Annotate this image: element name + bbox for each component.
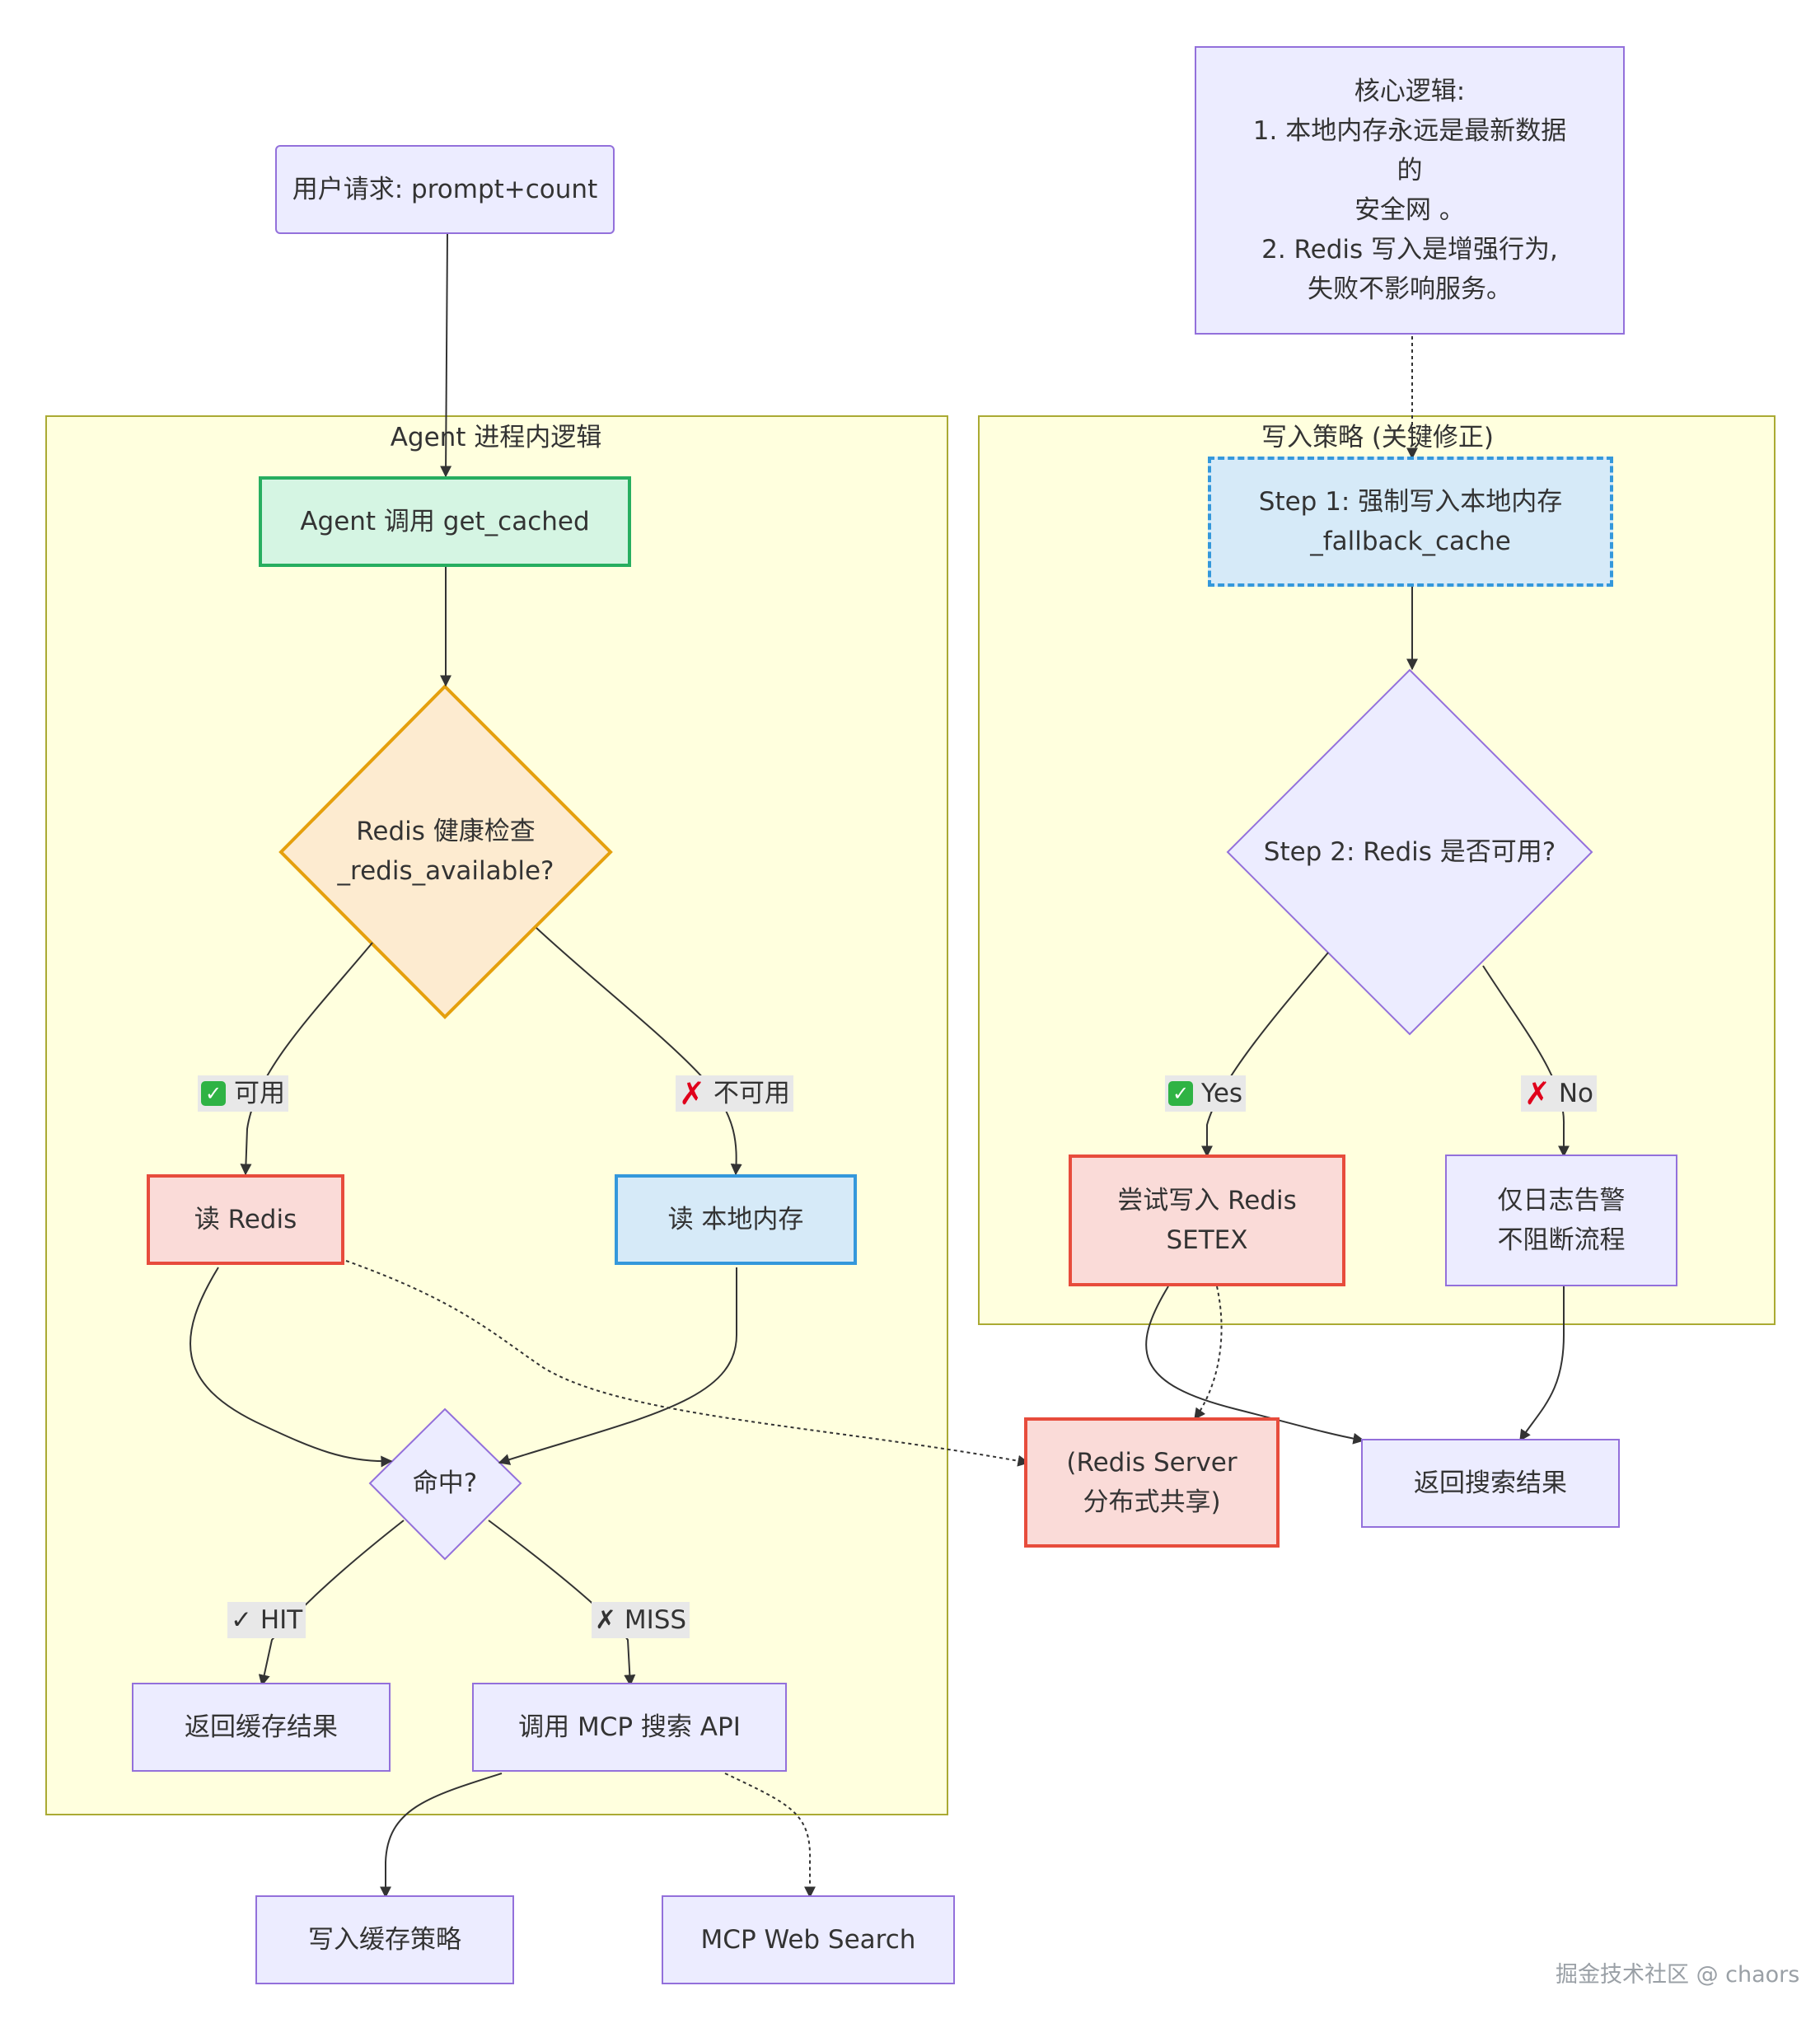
health-check-diamond bbox=[278, 684, 613, 1019]
core-logic-line: 安全网 。 bbox=[1354, 195, 1465, 225]
write-cache-strategy-label: 写入缓存策略 bbox=[308, 1925, 461, 1955]
redis-server-node[interactable]: (Redis Server 分布式共享) bbox=[1024, 1417, 1280, 1548]
read-local-label: 读 本地内存 bbox=[667, 1205, 804, 1234]
edge-read-local-to-hit bbox=[498, 1267, 737, 1465]
edge-label-available: ✓ 可用 bbox=[198, 1075, 288, 1112]
cross-mark-icon: ✗ bbox=[1524, 1075, 1551, 1112]
mcp-web-search-label: MCP Web Search bbox=[700, 1925, 916, 1955]
hit-check-text: 命中? bbox=[412, 1468, 478, 1498]
step1-line: _fallback_cache bbox=[1310, 527, 1511, 556]
core-logic-line: 的 bbox=[1397, 156, 1423, 185]
check-mark-icon: ✓ bbox=[1168, 1081, 1193, 1106]
return-search-node[interactable]: 返回搜索结果 bbox=[1361, 1439, 1620, 1528]
edge-label-miss: ✗ MISS bbox=[592, 1602, 690, 1638]
edge-label-hit-text: ✓ HIT bbox=[231, 1605, 303, 1635]
read-local-node[interactable]: 读 本地内存 bbox=[615, 1174, 857, 1265]
edge-try-write-to-return bbox=[1145, 1286, 1365, 1445]
step1-line: Step 1: 强制写入本地内存 bbox=[1258, 487, 1563, 517]
call-mcp-label: 调用 MCP 搜索 API bbox=[518, 1712, 741, 1742]
core-logic-line: 失败不影响服务。 bbox=[1308, 274, 1512, 304]
edge-label-yes-text: Yes bbox=[1201, 1079, 1243, 1108]
health-check-label[interactable]: Redis 健康检查 _redis_available? bbox=[314, 808, 578, 895]
check-mark-icon: ✓ bbox=[201, 1081, 226, 1106]
core-logic-note: 核心逻辑: 1. 本地内存永远是最新数据 的 安全网 。 2. Redis 写入… bbox=[1195, 46, 1625, 335]
agent-call-label: Agent 调用 get_cached bbox=[300, 507, 590, 536]
return-search-label: 返回搜索结果 bbox=[1414, 1468, 1567, 1498]
log-only-line: 仅日志告警 bbox=[1497, 1186, 1626, 1215]
edge-step2-to-log bbox=[1482, 965, 1570, 1158]
edge-mcp-to-web-search bbox=[724, 1773, 816, 1899]
step1-node[interactable]: Step 1: 强制写入本地内存 _fallback_cache bbox=[1208, 457, 1613, 587]
edge-read-redis-to-server bbox=[345, 1260, 1030, 1467]
edge-step2-to-try-write bbox=[1201, 952, 1329, 1158]
try-write-redis-line: SETEX bbox=[1166, 1225, 1248, 1255]
return-cached-node[interactable]: 返回缓存结果 bbox=[132, 1683, 391, 1772]
edge-health-to-read-redis bbox=[240, 942, 373, 1176]
log-only-line: 不阻断流程 bbox=[1497, 1225, 1626, 1255]
read-redis-label: 读 Redis bbox=[194, 1205, 297, 1234]
redis-server-line: (Redis Server bbox=[1066, 1448, 1238, 1478]
read-redis-node[interactable]: 读 Redis bbox=[147, 1174, 344, 1265]
edge-label-unavailable-text: 不可用 bbox=[713, 1079, 790, 1108]
edge-log-to-return bbox=[1519, 1286, 1565, 1442]
cluster-agent bbox=[45, 415, 948, 1815]
core-logic-line: 1. 本地内存永远是最新数据 bbox=[1252, 116, 1567, 146]
write-cache-strategy-node[interactable]: 写入缓存策略 bbox=[255, 1895, 514, 1984]
edge-label-yes: ✓ Yes bbox=[1165, 1075, 1247, 1112]
health-check-line: Redis 健康检查 bbox=[356, 817, 536, 846]
edge-label-hit: ✓ HIT bbox=[227, 1602, 306, 1638]
core-logic-line: 核心逻辑: bbox=[1354, 77, 1466, 106]
hit-check-diamond bbox=[368, 1407, 522, 1561]
edge-label-no-text: No bbox=[1558, 1079, 1593, 1108]
agent-call-node[interactable]: Agent 调用 get_cached bbox=[259, 476, 631, 567]
edge-request-to-agent bbox=[440, 233, 452, 478]
edge-label-no: ✗ No bbox=[1521, 1075, 1597, 1112]
cluster-title-agent: Agent 进程内逻辑 bbox=[390, 423, 602, 452]
step2-label[interactable]: Step 2: Redis 是否可用? bbox=[1236, 832, 1584, 872]
edge-health-to-read-local bbox=[536, 927, 742, 1176]
edge-label-miss-text: ✗ MISS bbox=[595, 1605, 687, 1635]
return-cached-label: 返回缓存结果 bbox=[185, 1712, 338, 1742]
edge-label-unavailable: ✗ 不可用 bbox=[676, 1075, 793, 1112]
health-check-line: _redis_available? bbox=[337, 856, 554, 886]
edge-read-redis-to-hit bbox=[189, 1267, 393, 1468]
cluster-title-write: 写入策略 (关键修正) bbox=[1261, 423, 1495, 452]
edge-label-available-text: 可用 bbox=[234, 1079, 285, 1108]
cross-mark-icon: ✗ bbox=[679, 1075, 705, 1112]
step2-diamond bbox=[1226, 668, 1593, 1036]
log-only-node[interactable]: 仅日志告警 不阻断流程 bbox=[1445, 1155, 1677, 1286]
redis-server-line: 分布式共享) bbox=[1083, 1487, 1221, 1517]
step2-text: Step 2: Redis 是否可用? bbox=[1263, 837, 1556, 867]
mcp-web-search-node[interactable]: MCP Web Search bbox=[662, 1895, 955, 1984]
watermark: 掘金技术社区 @ chaors bbox=[1556, 1962, 1800, 1988]
core-logic-line: 2. Redis 写入是增强行为, bbox=[1261, 235, 1558, 265]
user-request-label: 用户请求: prompt+count bbox=[292, 175, 598, 204]
edge-mcp-to-write-cache bbox=[380, 1773, 503, 1899]
try-write-redis-line: 尝试写入 Redis bbox=[1117, 1186, 1297, 1215]
call-mcp-node[interactable]: 调用 MCP 搜索 API bbox=[472, 1683, 787, 1772]
user-request-node[interactable]: 用户请求: prompt+count bbox=[275, 145, 615, 234]
try-write-redis-node[interactable]: 尝试写入 Redis SETEX bbox=[1069, 1155, 1345, 1286]
hit-check-label[interactable]: 命中? bbox=[387, 1464, 503, 1503]
